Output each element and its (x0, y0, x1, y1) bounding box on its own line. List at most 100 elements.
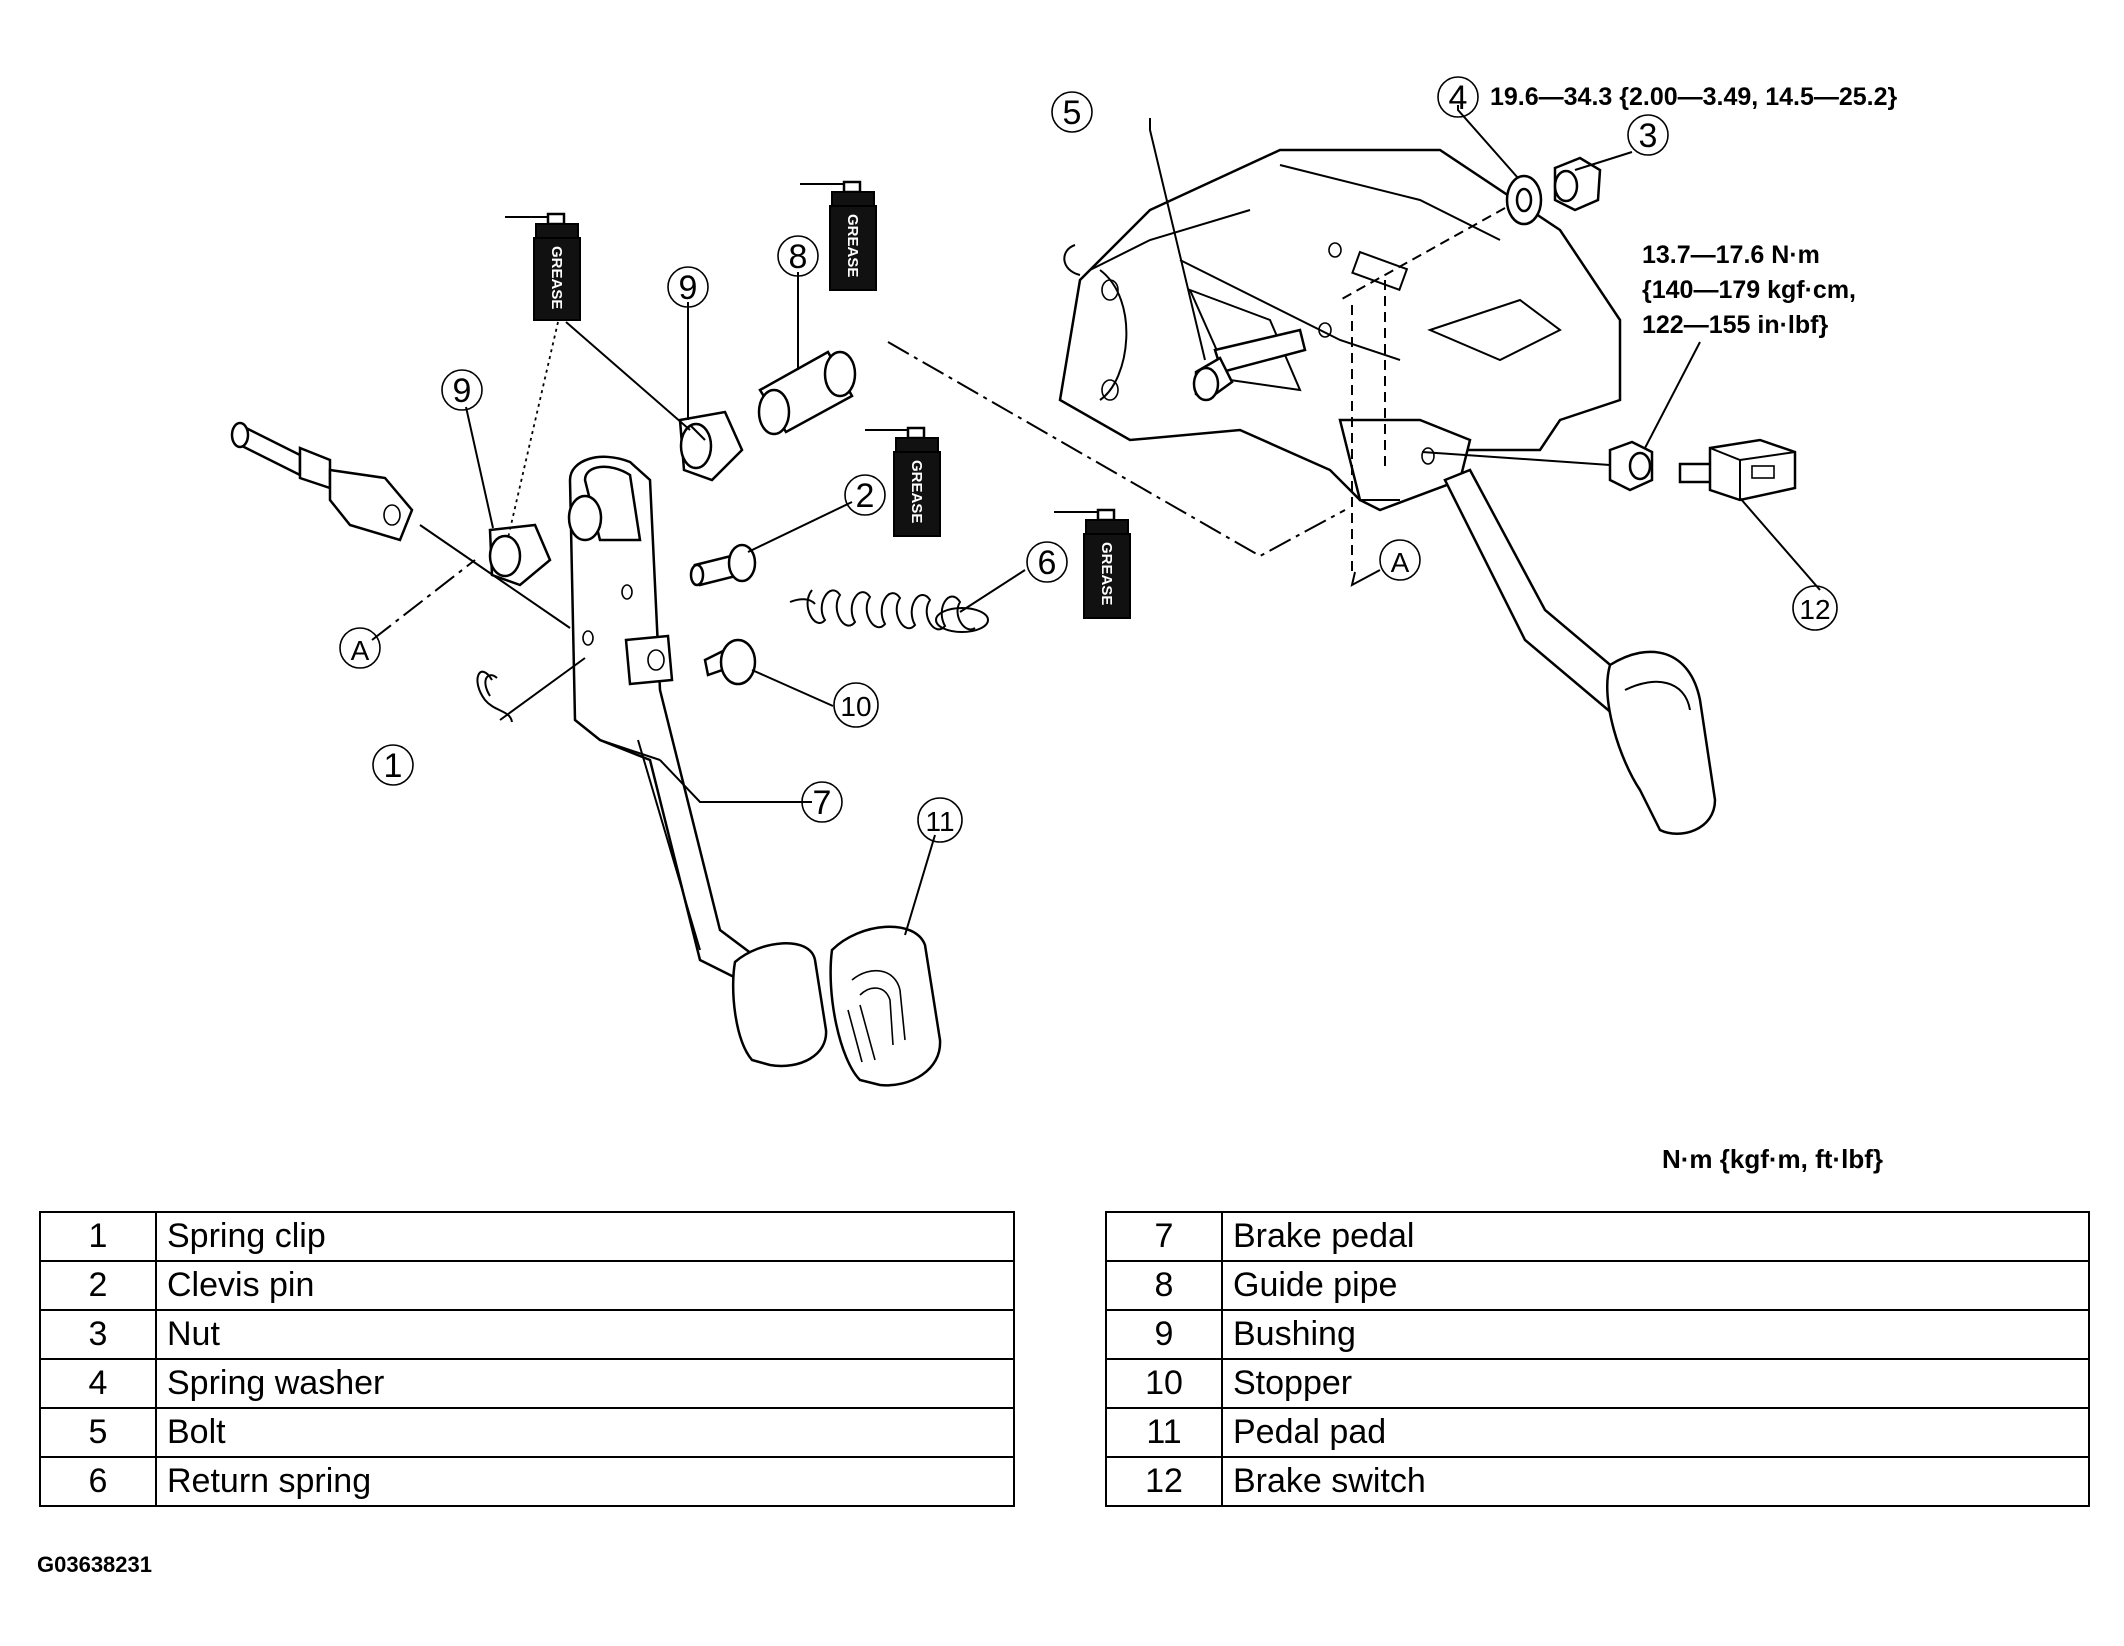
callout-1: 1 (372, 744, 414, 786)
part-name: Bushing (1221, 1309, 2090, 1360)
grease-can-3: GREASE (865, 426, 941, 537)
parts-legend-left: 1 Spring clip 2 Clevis pin 3 Nut 4 Sprin… (39, 1211, 1015, 1507)
spring-washer-part (1505, 174, 1543, 226)
stopper-part (703, 638, 757, 686)
bushing-upper-part (678, 410, 744, 482)
part-number: 1 (39, 1211, 157, 1262)
brake-switch-part (1678, 438, 1797, 502)
part-number: 3 (39, 1309, 157, 1360)
nut-part (1553, 156, 1602, 212)
part-number: 9 (1105, 1309, 1223, 1360)
table-row: 6 Return spring (39, 1456, 1015, 1507)
reference-marker-a-left: A (339, 627, 381, 669)
part-name: Nut (155, 1309, 1015, 1360)
callout-6-label: 6 (1038, 544, 1057, 582)
part-name: Guide pipe (1221, 1260, 2090, 1311)
part-number: 4 (39, 1358, 157, 1409)
grease-can-1: GREASE (505, 212, 581, 321)
guide-pipe-part (757, 350, 857, 436)
callout-8-label: 8 (789, 238, 808, 276)
callout-5-label: 5 (1063, 94, 1082, 132)
part-name: Stopper (1221, 1358, 2090, 1409)
callout-1-label: 1 (384, 747, 403, 785)
callout-10: 10 (833, 682, 879, 728)
reference-marker-a-right: A (1379, 539, 1421, 581)
part-number: 11 (1105, 1407, 1223, 1458)
part-number: 6 (39, 1456, 157, 1507)
table-row: 9 Bushing (1105, 1309, 2090, 1360)
callout-11-label: 11 (925, 806, 954, 837)
grease-can-2: GREASE (800, 180, 877, 291)
part-number: 7 (1105, 1211, 1223, 1262)
callout-9-upper: 9 (667, 266, 709, 308)
table-row: 11 Pedal pad (1105, 1407, 2090, 1458)
switch-nut-part (1608, 440, 1654, 492)
table-row: 5 Bolt (39, 1407, 1015, 1458)
part-name: Brake switch (1221, 1456, 2090, 1507)
brake-pedal-part (567, 455, 828, 1068)
part-name: Pedal pad (1221, 1407, 2090, 1458)
table-row: 10 Stopper (1105, 1358, 2090, 1409)
callout-7-label: 7 (813, 784, 832, 822)
bushing-left-part (488, 523, 552, 587)
part-name: Bolt (155, 1407, 1015, 1458)
reference-marker-a-right-label: A (1391, 547, 1410, 578)
table-row: 7 Brake pedal (1105, 1211, 2090, 1262)
part-name: Clevis pin (155, 1260, 1015, 1311)
callout-5: 5 (1051, 91, 1093, 133)
callout-9-left: 9 (441, 369, 483, 411)
callout-2-label: 2 (856, 477, 875, 515)
reference-marker-a-left-label: A (351, 635, 370, 666)
installed-brake-pedal (1443, 468, 1717, 835)
callout-2: 2 (844, 474, 886, 516)
callout-12-label: 12 (1799, 594, 1830, 625)
callout-6: 6 (1026, 541, 1068, 583)
grease-label-1: GREASE (548, 246, 565, 309)
pedal-bracket (1058, 148, 1622, 512)
torque-spec-switch-line2: {140—179 kgf·cm, (1642, 276, 1856, 304)
callout-4: 4 (1437, 76, 1479, 118)
part-number: 12 (1105, 1456, 1223, 1507)
part-number: 8 (1105, 1260, 1223, 1311)
grease-label-2: GREASE (844, 214, 861, 277)
table-row: 4 Spring washer (39, 1358, 1015, 1409)
part-name: Return spring (155, 1456, 1015, 1507)
table-row: 2 Clevis pin (39, 1260, 1015, 1311)
part-number: 10 (1105, 1358, 1223, 1409)
push-rod-part (230, 421, 414, 542)
torque-spec-switch-line1: 13.7—17.6 N·m (1642, 241, 1820, 269)
callout-9-upper-label: 9 (679, 269, 698, 307)
figure-id: G03638231 (37, 1552, 152, 1577)
callout-3-label: 3 (1639, 117, 1658, 155)
torque-spec-switch-line3: 122—155 in·lbf} (1642, 311, 1828, 339)
callout-3: 3 (1627, 114, 1669, 156)
bolt-part (1192, 328, 1307, 402)
clevis-pin-part (689, 543, 757, 587)
callout-8: 8 (777, 235, 819, 277)
part-name: Spring clip (155, 1211, 1015, 1262)
callout-7: 7 (801, 781, 843, 823)
pedal-pad-part (829, 925, 942, 1087)
callout-11: 11 (917, 797, 963, 843)
table-row: 8 Guide pipe (1105, 1260, 2090, 1311)
part-name: Spring washer (155, 1358, 1015, 1409)
callout-12: 12 (1792, 585, 1838, 631)
grease-can-4: GREASE (1054, 508, 1131, 619)
table-row: 12 Brake switch (1105, 1456, 2090, 1507)
return-spring-part (789, 589, 989, 633)
callout-9-left-label: 9 (453, 372, 472, 410)
unit-note: N·m {kgf·m, ft·lbf} (1662, 1144, 1883, 1174)
part-number: 5 (39, 1407, 157, 1458)
grease-label-4: GREASE (1098, 542, 1115, 605)
torque-spec-nut: 19.6—34.3 {2.00—3.49, 14.5—25.2} (1490, 83, 1898, 111)
callout-10-label: 10 (840, 691, 871, 722)
table-row: 1 Spring clip (39, 1211, 1015, 1262)
table-row: 3 Nut (39, 1309, 1015, 1360)
callout-4-label: 4 (1449, 79, 1468, 117)
grease-label-3: GREASE (908, 460, 925, 523)
assembly-lines (371, 105, 1821, 936)
part-name: Brake pedal (1221, 1211, 2090, 1262)
part-number: 2 (39, 1260, 157, 1311)
parts-legend-right: 7 Brake pedal 8 Guide pipe 9 Bushing 10 … (1105, 1211, 2090, 1507)
